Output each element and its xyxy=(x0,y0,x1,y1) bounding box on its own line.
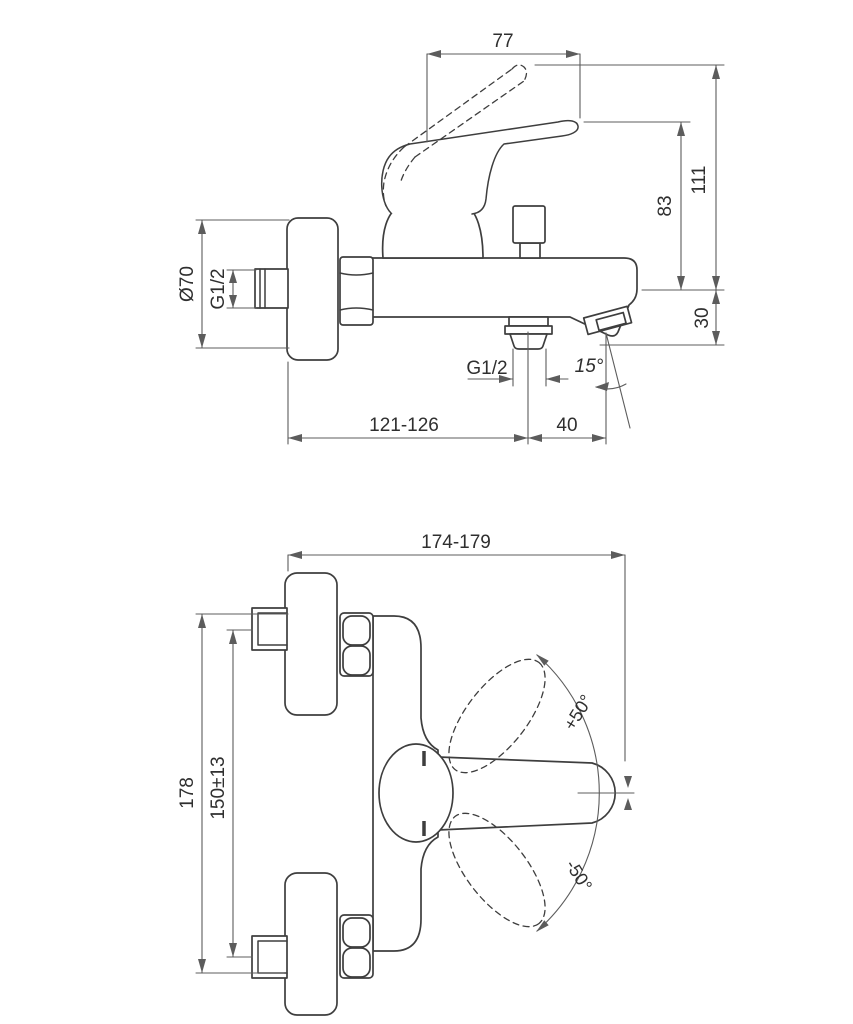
dim-overall-width: 174-179 xyxy=(287,532,626,762)
dim-spout-angle: 15° xyxy=(575,332,631,429)
dim-outlet-thread: G1/2 xyxy=(466,348,569,387)
escutcheon-side xyxy=(286,217,339,361)
dim-connection-spacing: 150±13 xyxy=(208,629,253,958)
dim-40-label: 40 xyxy=(556,415,577,436)
inlet-connector-side xyxy=(254,268,289,309)
dim-111-label: 111 xyxy=(689,166,710,195)
dim-30-label: 30 xyxy=(692,307,713,328)
dim-178-label: 178 xyxy=(177,777,198,809)
handle-lobe-front xyxy=(378,743,454,843)
spout-aerator xyxy=(582,305,633,336)
dim-150-13-label: 150±13 xyxy=(208,756,229,819)
dim-heights: 111 83 30 xyxy=(534,64,725,346)
front-view: +50° -50° 174-179 178 150 xyxy=(177,532,635,1016)
dim-dia70-label: Ø70 xyxy=(177,266,198,302)
handle-up-dashed xyxy=(448,658,546,774)
faucet-body-side xyxy=(371,257,638,337)
dim-plus50-label: +50° xyxy=(560,691,597,734)
dim-overall-height: 178 xyxy=(177,613,289,974)
dim-inlet-thread: G1/2 xyxy=(208,268,257,310)
dim-121-126-label: 121-126 xyxy=(369,415,439,436)
inlet-connector-bottom-front xyxy=(251,935,288,979)
inlet-connector-top-front xyxy=(251,607,288,651)
dim-g12-inlet-label: G1/2 xyxy=(208,268,229,309)
dim-escutcheon-diameter: Ø70 xyxy=(177,219,290,349)
dim-horizontal-bottom: 121-126 40 xyxy=(287,331,607,445)
handle-down-dashed xyxy=(448,812,546,928)
escutcheon-bottom-front xyxy=(284,872,338,1016)
hex-nut-side xyxy=(339,256,374,326)
dim-minus50-label: -50° xyxy=(562,856,597,895)
hex-nut-bottom-front xyxy=(339,914,374,979)
handle-fill xyxy=(381,120,579,214)
handle-grip-front xyxy=(437,756,617,831)
hex-nut-top-front xyxy=(339,612,374,677)
dim-83-label: 83 xyxy=(655,195,676,216)
dim-77-label: 77 xyxy=(492,31,513,52)
diverter-knob xyxy=(512,205,546,259)
side-view: 77 111 83 30 Ø70 xyxy=(177,31,725,445)
dim-15deg-label: 15° xyxy=(575,356,604,377)
handle-tip-reference xyxy=(577,776,635,810)
dim-174-179-label: 174-179 xyxy=(421,532,491,553)
handle-raised-dashed xyxy=(382,64,528,207)
escutcheon-top-front xyxy=(284,572,338,716)
handle-outline xyxy=(380,119,579,215)
dim-g12-outlet-label: G1/2 xyxy=(466,358,507,379)
